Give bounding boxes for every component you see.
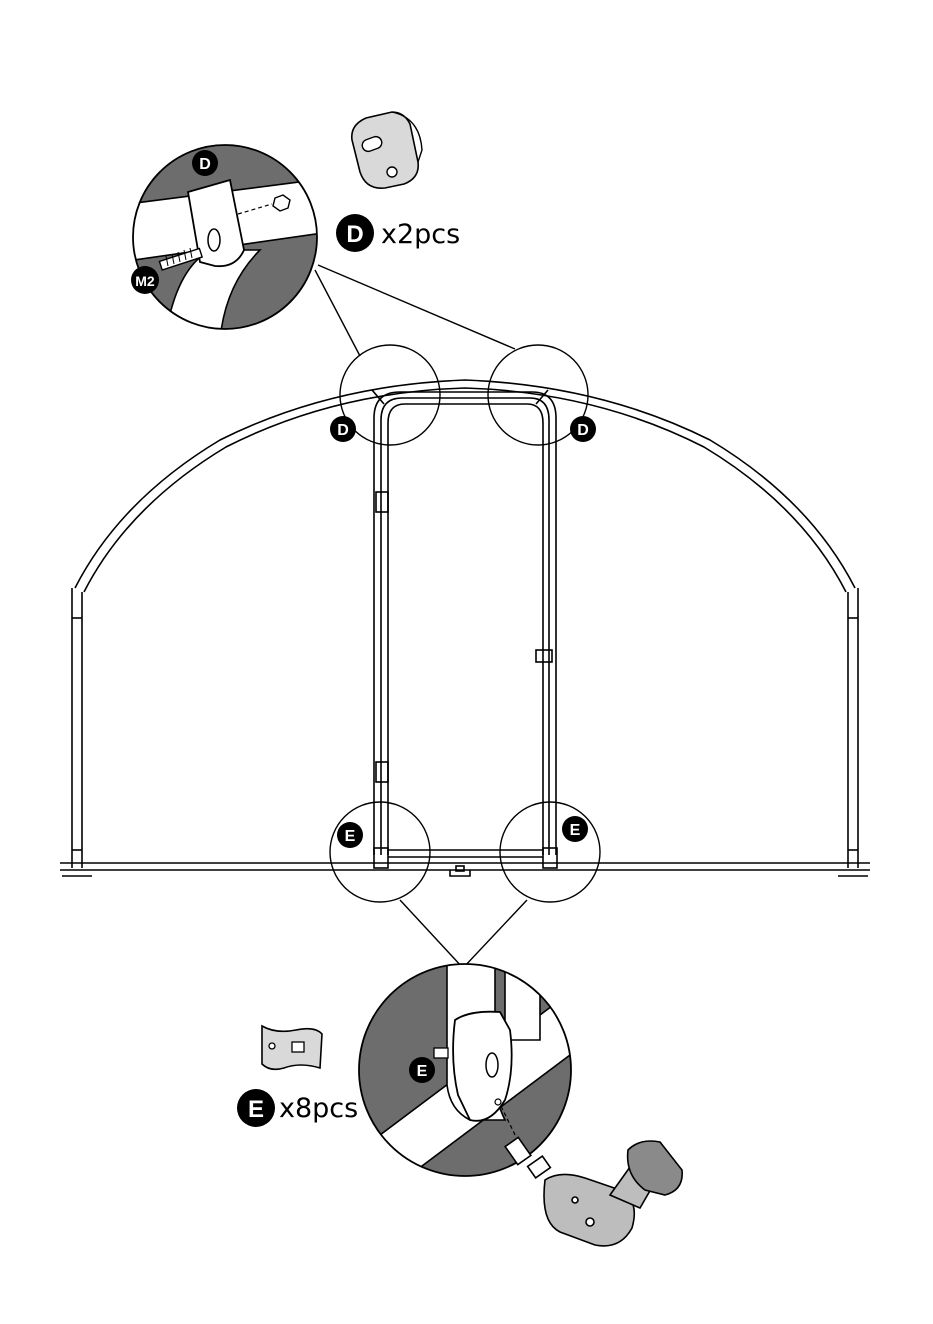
callout-badge-top-right: D (570, 416, 596, 442)
detail-badge-e: E (409, 1057, 435, 1083)
bolt-badge-m2: M2 (131, 266, 159, 294)
bracket-d-icon (352, 112, 422, 188)
svg-text:D: D (199, 156, 211, 173)
callout-badge-top-left: D (330, 416, 356, 442)
detail-badge-d: D (192, 150, 218, 176)
greenhouse-frame (60, 380, 870, 876)
detail-circle-bottom: E (355, 960, 590, 1190)
part-d-quantity: x2pcs (381, 219, 460, 250)
callout-badge-bottom-left: E (337, 822, 363, 848)
bracket-e-icon (262, 1026, 322, 1069)
svg-text:D: D (577, 422, 589, 439)
svg-text:E: E (417, 1063, 428, 1080)
callout-circle-bottom-left (330, 802, 430, 902)
part-e-quantity: x8pcs (279, 1093, 358, 1124)
svg-text:E: E (248, 1096, 264, 1123)
svg-text:D: D (337, 422, 349, 439)
part-d-legend: D x2pcs (336, 214, 460, 252)
callout-circle-bottom-right (500, 802, 600, 902)
part-e-legend: E x8pcs (237, 1089, 358, 1127)
callout-badge-bottom-right: E (562, 816, 588, 842)
svg-text:E: E (570, 822, 581, 839)
svg-text:M2: M2 (135, 273, 155, 289)
detail-circle-top: D M2 (120, 140, 330, 340)
drill-icon (505, 1137, 682, 1246)
svg-text:D: D (346, 221, 363, 248)
svg-text:E: E (345, 828, 356, 845)
